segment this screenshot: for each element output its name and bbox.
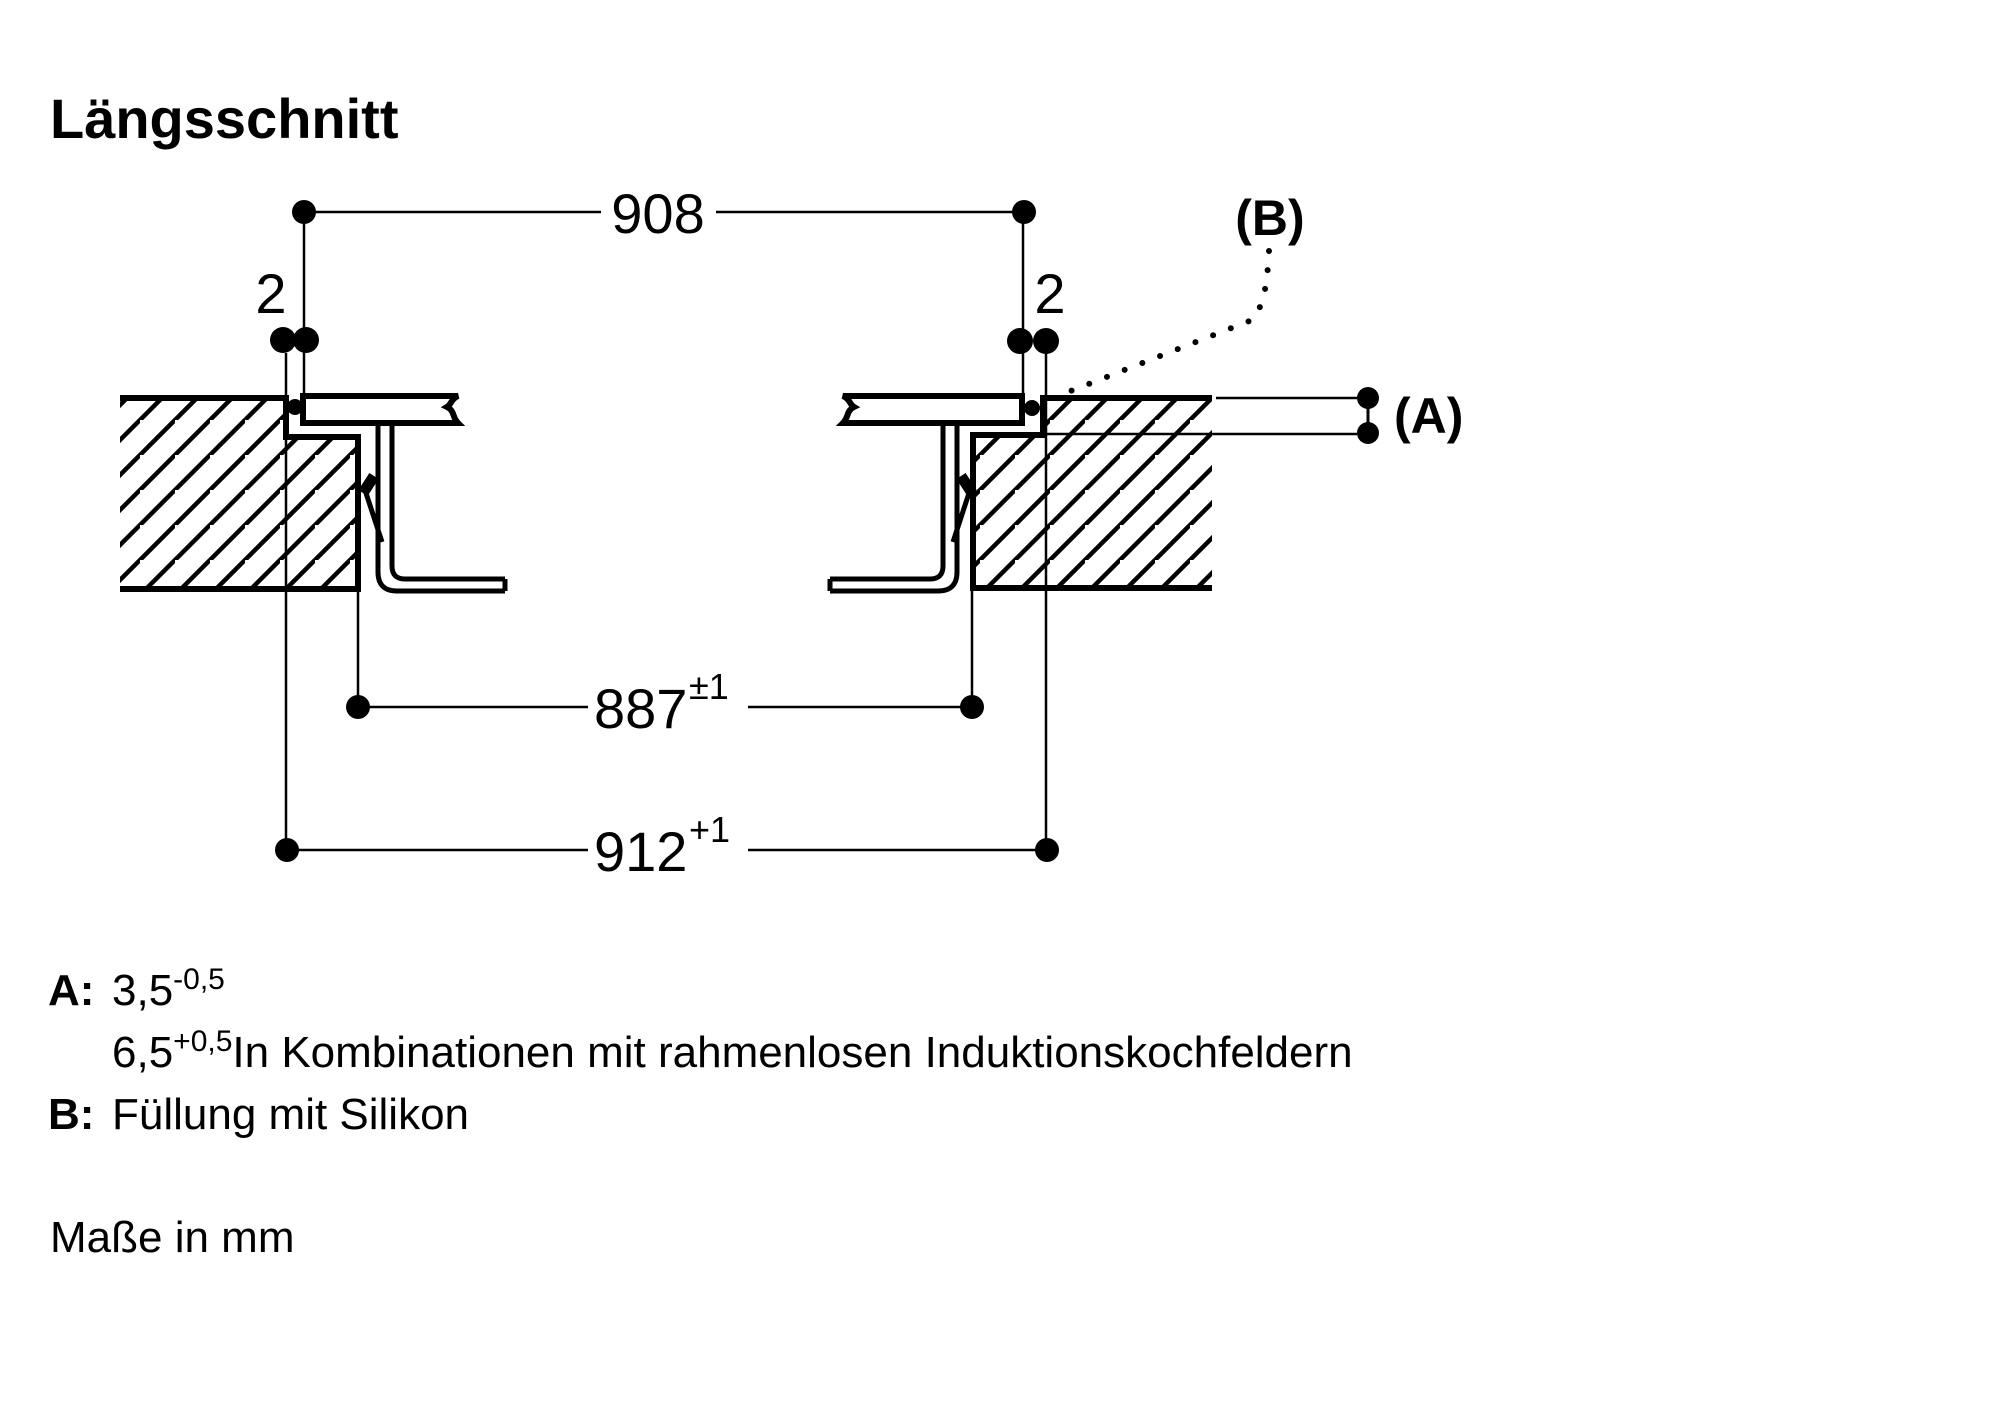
cooktop-left-section	[287, 393, 508, 594]
note-b-key: B:	[48, 1090, 95, 1139]
dimension-912: 912 +1	[275, 397, 1059, 883]
dimension-point	[1012, 200, 1036, 224]
cooktop-left-frame-profile	[375, 423, 508, 594]
dimension-908-label: 908	[611, 182, 704, 245]
worktop-right-outline	[970, 395, 1212, 591]
cooktop-right-section	[827, 393, 1040, 594]
dimension-887-label: 887	[594, 677, 687, 740]
dotted-leader-line	[1055, 248, 1272, 399]
dimension-point	[275, 838, 299, 862]
cooktop-right-frame-profile	[827, 423, 960, 594]
note-a-value-1: 3,5-0,5	[112, 963, 225, 1015]
reference-b-label: (B)	[1235, 190, 1304, 246]
dimension-point	[1033, 328, 1059, 354]
dimension-887: 887 ±1	[346, 590, 984, 740]
dimension-point	[270, 327, 296, 353]
dimension-gap-left: 2	[255, 262, 319, 398]
worktop-left-section	[120, 395, 361, 592]
note-a-key-spacer	[48, 1024, 112, 1086]
dimension-912-label: 912	[594, 820, 687, 883]
cooktop-left-glass	[300, 393, 466, 426]
reference-b: (B)	[1055, 190, 1305, 399]
dimension-point	[292, 200, 316, 224]
note-a-tolerance-1: -0,5	[173, 963, 225, 996]
worktop-left-outline	[120, 395, 361, 592]
reference-a-label: (A)	[1394, 388, 1463, 444]
silicone-joint-point-left	[287, 399, 303, 415]
note-a-key: A:	[48, 966, 95, 1015]
cooktop-right-spring-clip	[950, 489, 973, 543]
silicone-joint-point-right	[1024, 400, 1040, 416]
note-a-line-2: 6,5+0,5In Kombinationen mit rahmenlosen …	[48, 1024, 1353, 1086]
reference-point	[1357, 422, 1379, 444]
worktop-right-section	[970, 395, 1212, 591]
note-a-tolerance-2: +0,5	[173, 1025, 233, 1058]
cooktop-left-spring-clip	[362, 489, 385, 543]
dimension-887-tolerance: ±1	[689, 666, 729, 707]
units-note: Maße in mm	[50, 1213, 295, 1262]
dimension-point	[346, 695, 370, 719]
page-title: Längsschnitt	[50, 87, 399, 150]
worktop-right-hatch	[973, 398, 1212, 588]
dimension-point	[1007, 328, 1033, 354]
note-b-line: B: Füllung mit Silikon	[48, 1086, 1353, 1143]
dimension-point	[293, 327, 319, 353]
dimension-gap-right: 2	[1007, 262, 1066, 397]
cooktop-right-glass	[835, 393, 1025, 426]
dimension-point	[1035, 838, 1059, 862]
dimension-908: 908	[292, 182, 1036, 396]
reference-point	[1357, 387, 1379, 409]
note-a-value-2: 6,5+0,5In Kombinationen mit rahmenlosen …	[112, 1025, 1353, 1077]
notes-block: A: 3,5-0,5 6,5+0,5In Kombinationen mit r…	[48, 962, 1353, 1143]
reference-a: (A)	[1045, 387, 1463, 444]
note-a-text-2: In Kombinationen mit rahmenlosen Indukti…	[232, 1028, 1353, 1077]
worktop-left-hatch	[120, 398, 358, 589]
note-a-line-1: A: 3,5-0,5	[48, 962, 1353, 1024]
dimension-gap-right-label: 2	[1034, 262, 1065, 325]
note-b-text: Füllung mit Silikon	[112, 1090, 470, 1139]
dimension-gap-left-label: 2	[255, 262, 286, 325]
dimension-point	[960, 695, 984, 719]
dimension-912-tolerance: +1	[689, 809, 730, 850]
